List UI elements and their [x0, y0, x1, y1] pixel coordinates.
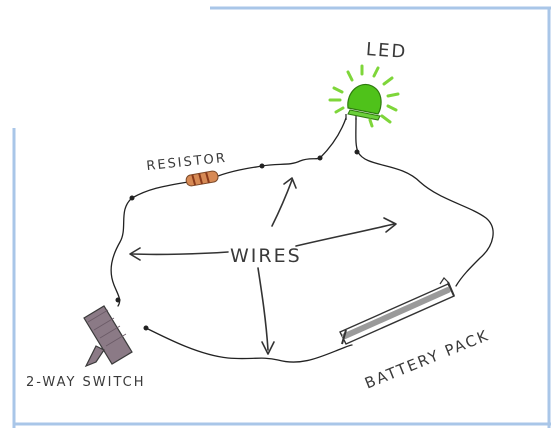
wire-top-left	[131, 181, 189, 199]
junction-dots	[115, 149, 360, 331]
resistor-label: RESISTOR	[146, 151, 228, 174]
resistor	[185, 170, 219, 187]
battery-pack-label: BATTERY PACK	[362, 326, 492, 392]
wire-resistor-to-led	[217, 117, 347, 177]
wire-led-right	[355, 117, 494, 287]
led-label: LED	[365, 39, 408, 63]
battery-pack	[339, 277, 455, 345]
wire-loop	[110, 197, 133, 307]
frame	[12, 6, 551, 428]
led-component	[328, 64, 400, 128]
two-way-switch	[83, 305, 133, 368]
led-glow-rays	[328, 64, 400, 128]
wire-bottom	[145, 327, 353, 363]
wires-arrows	[129, 177, 397, 355]
switch-label: 2-WAY SWITCH	[26, 375, 146, 390]
wires-label: WIRES	[230, 245, 302, 267]
